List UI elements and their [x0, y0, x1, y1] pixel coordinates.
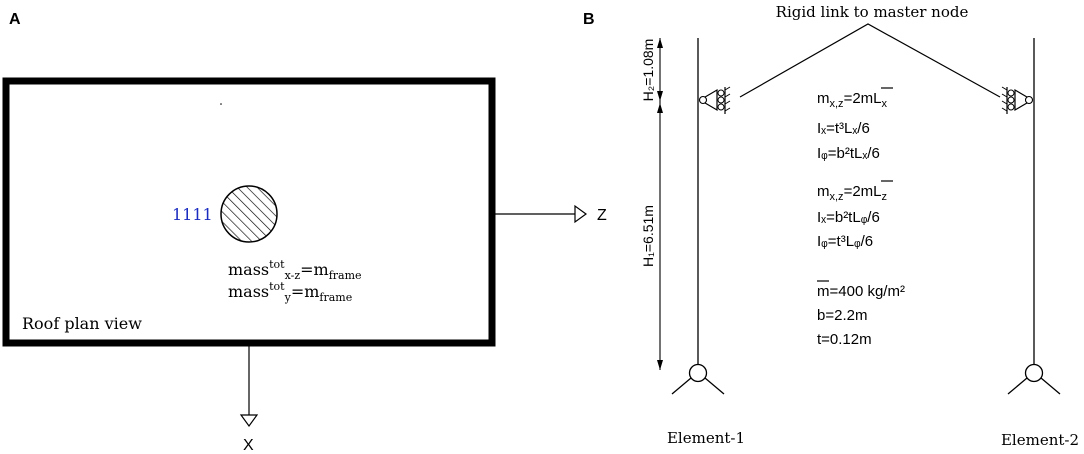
rigid-link-label: Rigid link to master node	[776, 3, 969, 21]
right-roller-support	[1001, 86, 1034, 114]
roof-plan-label: Roof plan view	[22, 314, 142, 333]
master-node-circle	[220, 185, 278, 243]
panel-b: B Rigid link to master node	[583, 3, 1079, 449]
node-label: 1111	[172, 205, 213, 224]
mass-per-area: m=400 kg/m²	[817, 283, 905, 300]
element-1-pin-support	[671, 363, 725, 395]
left-roller-support	[698, 86, 731, 114]
x-axis-label: X	[243, 437, 254, 454]
t-param: t=0.12m	[817, 331, 872, 348]
mass-x-group1: mx,z=2mLx	[817, 90, 888, 110]
z-axis-label: Z	[597, 207, 607, 224]
h1-label: H₁=6.51m	[640, 205, 656, 267]
mass-xz-label: masstotx-z=mframe	[228, 258, 362, 282]
iz-group2: Iᵩ=t³Lᵩ/6	[817, 233, 873, 250]
z-axis-arrow	[492, 204, 588, 224]
element-2-pin-support	[1007, 363, 1061, 395]
panel-a-label: A	[9, 11, 21, 28]
b-param: b=2.2m	[817, 307, 867, 324]
mass-x-group2: mx,z=2mLz	[817, 183, 887, 203]
element-2-label: Element-2	[1001, 431, 1079, 449]
element-1-label: Element-1	[667, 429, 745, 447]
ix-group2: Iₓ=b²tLᵩ/6	[817, 209, 880, 226]
iz-group1: Iᵩ=b²tLₓ/6	[817, 145, 880, 162]
panel-a: A 1111 masstotx-z=mframe masstoty=mframe…	[2, 11, 607, 454]
panel-b-label: B	[583, 11, 595, 28]
h2-label: H₂=1.08m	[640, 39, 656, 102]
rigid-link-line	[739, 23, 1001, 98]
small-dot	[220, 103, 222, 105]
x-axis-arrow	[239, 343, 259, 428]
ix-group1: Iₓ=t³Lₓ/6	[817, 120, 870, 137]
height-dimension-line	[657, 38, 663, 370]
mass-y-label: masstoty=mframe	[228, 280, 352, 304]
